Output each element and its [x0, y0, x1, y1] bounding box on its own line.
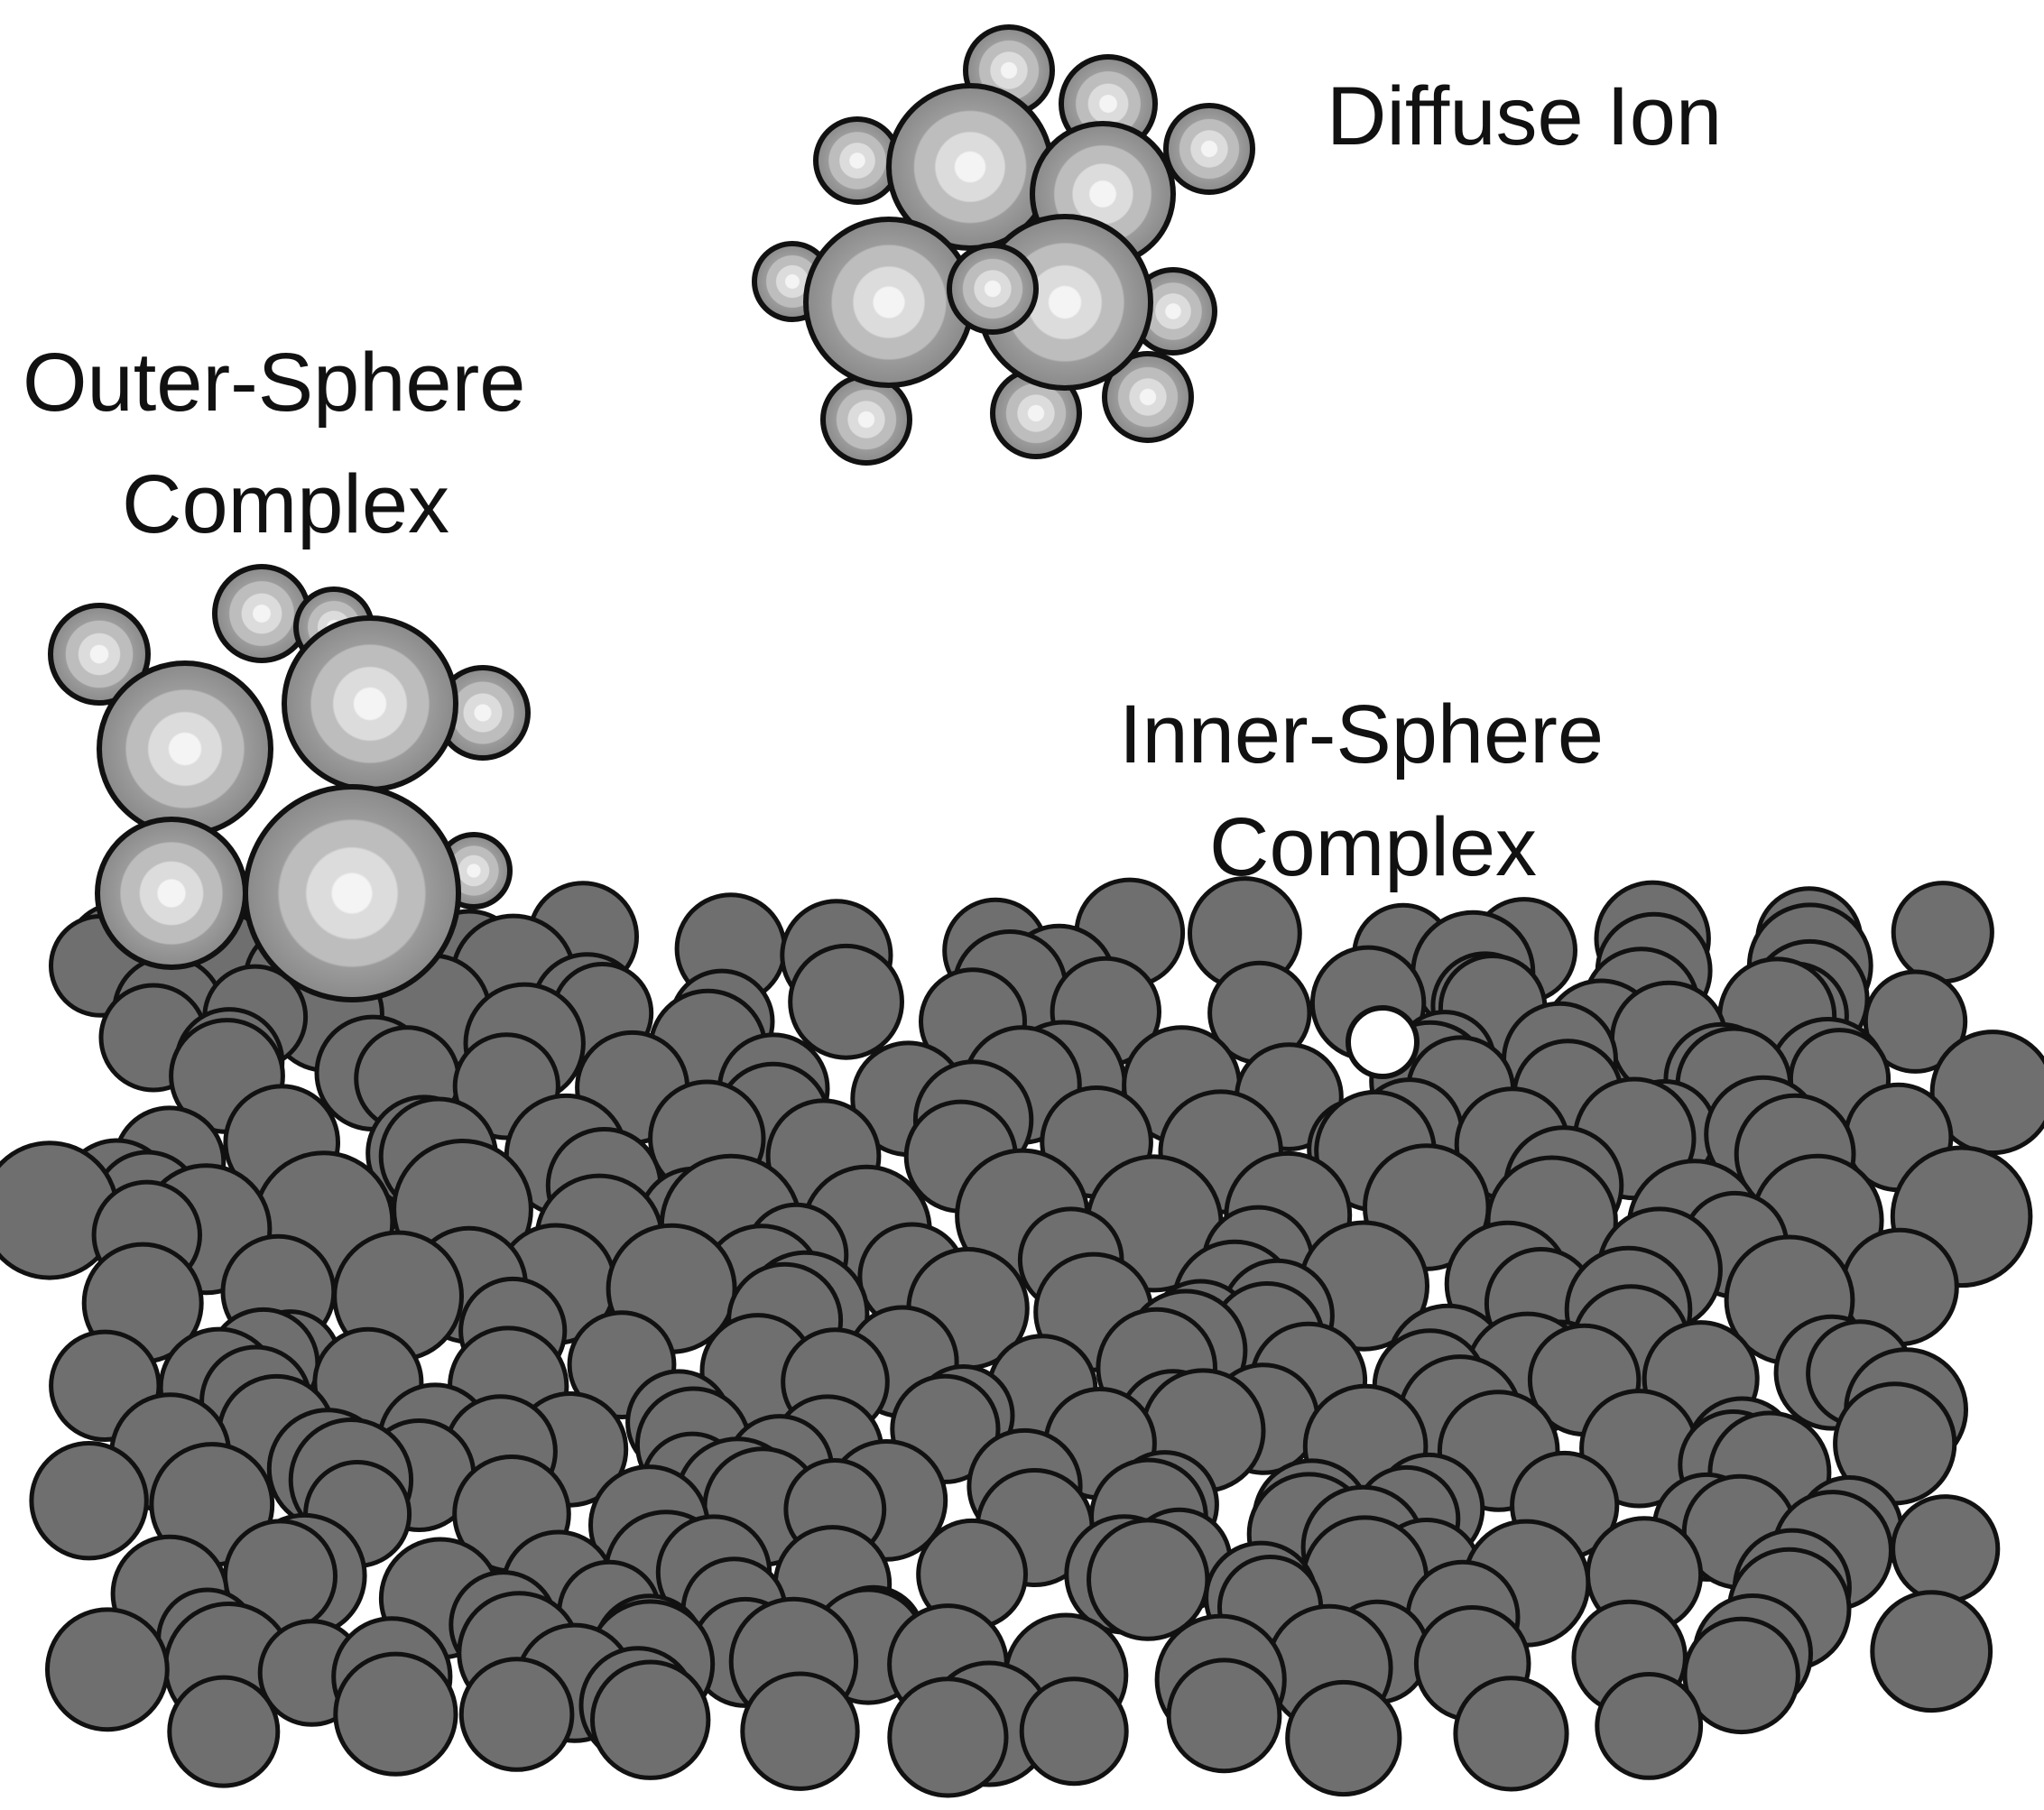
surface-atom: [1453, 1676, 1569, 1792]
outer-sphere-complex-cluster: [48, 564, 531, 1002]
surface-atom: [1166, 1658, 1282, 1774]
outer-sphere-label-line1: Outer-Sphere: [23, 337, 525, 429]
surface-atom: [1087, 1518, 1210, 1641]
surface-atom: [29, 1441, 149, 1561]
surface-atom: [1595, 1672, 1704, 1780]
surface-atom: [1682, 1616, 1800, 1735]
outer-sphere-atom: [48, 603, 151, 706]
surface-atom: [1863, 969, 1968, 1074]
diffuse-ion-label: Diffuse Ion: [1327, 70, 1722, 162]
diffuse-ion-atom: [813, 116, 902, 205]
surface-atom: [167, 1675, 281, 1788]
surface-atom: [887, 1676, 1009, 1798]
diffuse-ion-atom: [1102, 351, 1194, 443]
surface-atom: [788, 943, 904, 1060]
surface-atom: [333, 1651, 458, 1777]
surface-atom: [1019, 1676, 1129, 1787]
outer-sphere-atom: [212, 564, 311, 663]
inner-sphere-label-line1: Inner-Sphere: [1119, 688, 1604, 780]
surface-atom: [1891, 881, 1994, 984]
outer-sphere-atom: [95, 817, 248, 970]
surface-atom: [1285, 1679, 1402, 1797]
surface-atom: [1891, 1494, 2001, 1604]
diffuse-ion-atom: [820, 374, 912, 466]
surface-atom: [45, 1607, 170, 1732]
diffuse-ion-atom: [947, 243, 1039, 335]
diffuse-ion-atom: [803, 217, 975, 388]
inner-sphere-label-line2: Complex: [1209, 801, 1537, 893]
inner-sphere-ion: [1346, 1005, 1420, 1079]
outer-sphere-label-line2: Complex: [122, 458, 449, 550]
diffuse-ion-atom: [1163, 103, 1255, 195]
outer-sphere-atom: [282, 615, 458, 792]
outer-sphere-atom: [97, 660, 273, 837]
surface-atom: [1870, 1590, 1993, 1713]
inner-sphere-ion-atom: [1346, 1005, 1420, 1079]
surface-atom: [458, 1657, 575, 1772]
diffuse-ion-cluster: [752, 24, 1255, 466]
outer-sphere-atom: [243, 784, 461, 1002]
surface-atom: [740, 1671, 860, 1791]
surface-atom: [590, 1659, 711, 1780]
mineral-surface: [0, 876, 2044, 1798]
